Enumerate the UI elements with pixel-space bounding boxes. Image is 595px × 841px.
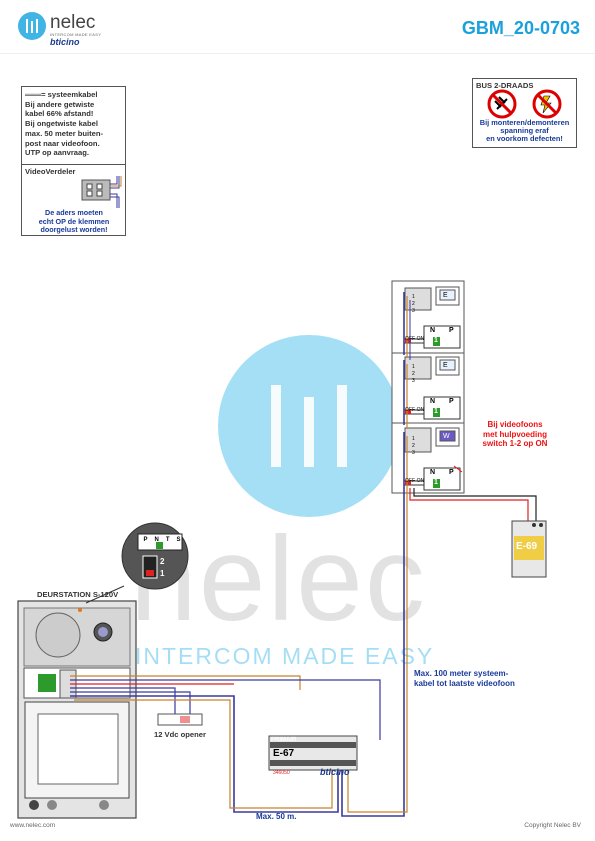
- switch-labels: P N T S: [140, 537, 184, 543]
- distance-100-label: Max. 100 meter systeem- kabel tot laatst…: [414, 669, 515, 688]
- door-station: [17, 600, 137, 819]
- power-supply-unit: [511, 520, 547, 578]
- switch-zoom: [85, 522, 189, 604]
- primary-label: PRIMAIR: [271, 737, 297, 743]
- cable-note: ═══= systeemkabel Bij andere getwiste ka…: [21, 86, 126, 236]
- power-supply-label: E-69: [516, 541, 538, 552]
- bus-title: BUS 2-DRAADS: [476, 81, 534, 90]
- monitor-unit-2: [403, 356, 461, 420]
- monitor-1-jumper-value: 1: [434, 337, 438, 344]
- bus-warning-box: BUS 2-DRAADS Bij monteren/demonteren spa…: [472, 78, 577, 148]
- cable-note-text: ═══= systeemkabel Bij andere getwiste ka…: [25, 90, 104, 158]
- system-power-model: E-67: [273, 748, 295, 759]
- monitor-stack: [391, 280, 465, 494]
- monitor-2-switch-label: OFF-ON: [405, 407, 425, 413]
- system-power-unit: [268, 735, 358, 771]
- monitor-unit-1: [403, 286, 461, 349]
- monitor-1-jumper-p: P: [449, 327, 454, 334]
- door-opener: [157, 713, 203, 726]
- monitor-2-jumper-p: P: [449, 398, 454, 405]
- monitor-3-screen-label: W: [443, 433, 450, 440]
- monitor-1-screen-label: E: [443, 292, 448, 299]
- monitor-3-jumper-value: 1: [434, 479, 438, 486]
- monitor-1-jumper-n: N: [430, 327, 436, 334]
- brand-name: nelec: [50, 12, 96, 33]
- switch-label-s: S: [176, 537, 181, 543]
- watermark-tagline: INTERCOM MADE EASY: [135, 643, 435, 669]
- system-power-code: 346050: [273, 770, 290, 776]
- monitor-1-switch-label: OFF-ON: [405, 336, 425, 342]
- switch-label-n: N: [154, 537, 159, 543]
- bus-warning-text: Bij monteren/demonteren spanning eraf en…: [479, 118, 570, 143]
- distributor-warning: De aders moeten echt OP de klemmen doorg…: [38, 208, 110, 235]
- no-power-icons: [487, 89, 562, 119]
- dip-label-2: 2: [160, 557, 165, 566]
- door-station-label: DEURSTATION S-120V: [37, 590, 119, 599]
- switch-label-p: P: [143, 537, 148, 543]
- document-id: GBM_20-0703: [461, 18, 580, 38]
- footer-website[interactable]: www.nelec.com: [10, 822, 56, 829]
- monitor-switch-note: Bij videofoons met hulpvoeding switch 1-…: [482, 420, 548, 449]
- monitor-2-screen-label: E: [443, 362, 448, 369]
- partner-brand: bticino: [50, 37, 80, 47]
- footer-copyright: Copyright Nelec BV: [524, 822, 581, 829]
- watermark-bars-icon: [271, 385, 347, 467]
- distributor-terminal-icon: [81, 176, 122, 208]
- switch-label-t: T: [165, 537, 170, 543]
- opener-label: 12 Vdc opener: [154, 730, 206, 739]
- video-distributor-label: VideoVerdeler: [25, 167, 76, 176]
- monitor-3-switch-label: OFF-ON: [405, 478, 425, 484]
- brand-logo[interactable]: nelec INTERCOM MADE EASY bticino: [18, 12, 118, 47]
- monitor-2-jumper-n: N: [430, 398, 436, 405]
- system-power-brand: bticino: [320, 767, 350, 777]
- monitor-2-jumper-value: 1: [434, 408, 438, 415]
- distance-50-label: Max. 50 m.: [256, 812, 297, 821]
- monitor-unit-3: [403, 427, 461, 491]
- header-divider: [0, 53, 595, 54]
- logo-bars-icon: [18, 12, 46, 40]
- monitor-3-jumper-p: P: [449, 469, 454, 476]
- brand-tagline: INTERCOM MADE EASY: [50, 32, 102, 37]
- dip-label-1: 1: [160, 569, 165, 578]
- note-divider: [22, 164, 125, 165]
- monitor-3-jumper-n: N: [430, 469, 436, 476]
